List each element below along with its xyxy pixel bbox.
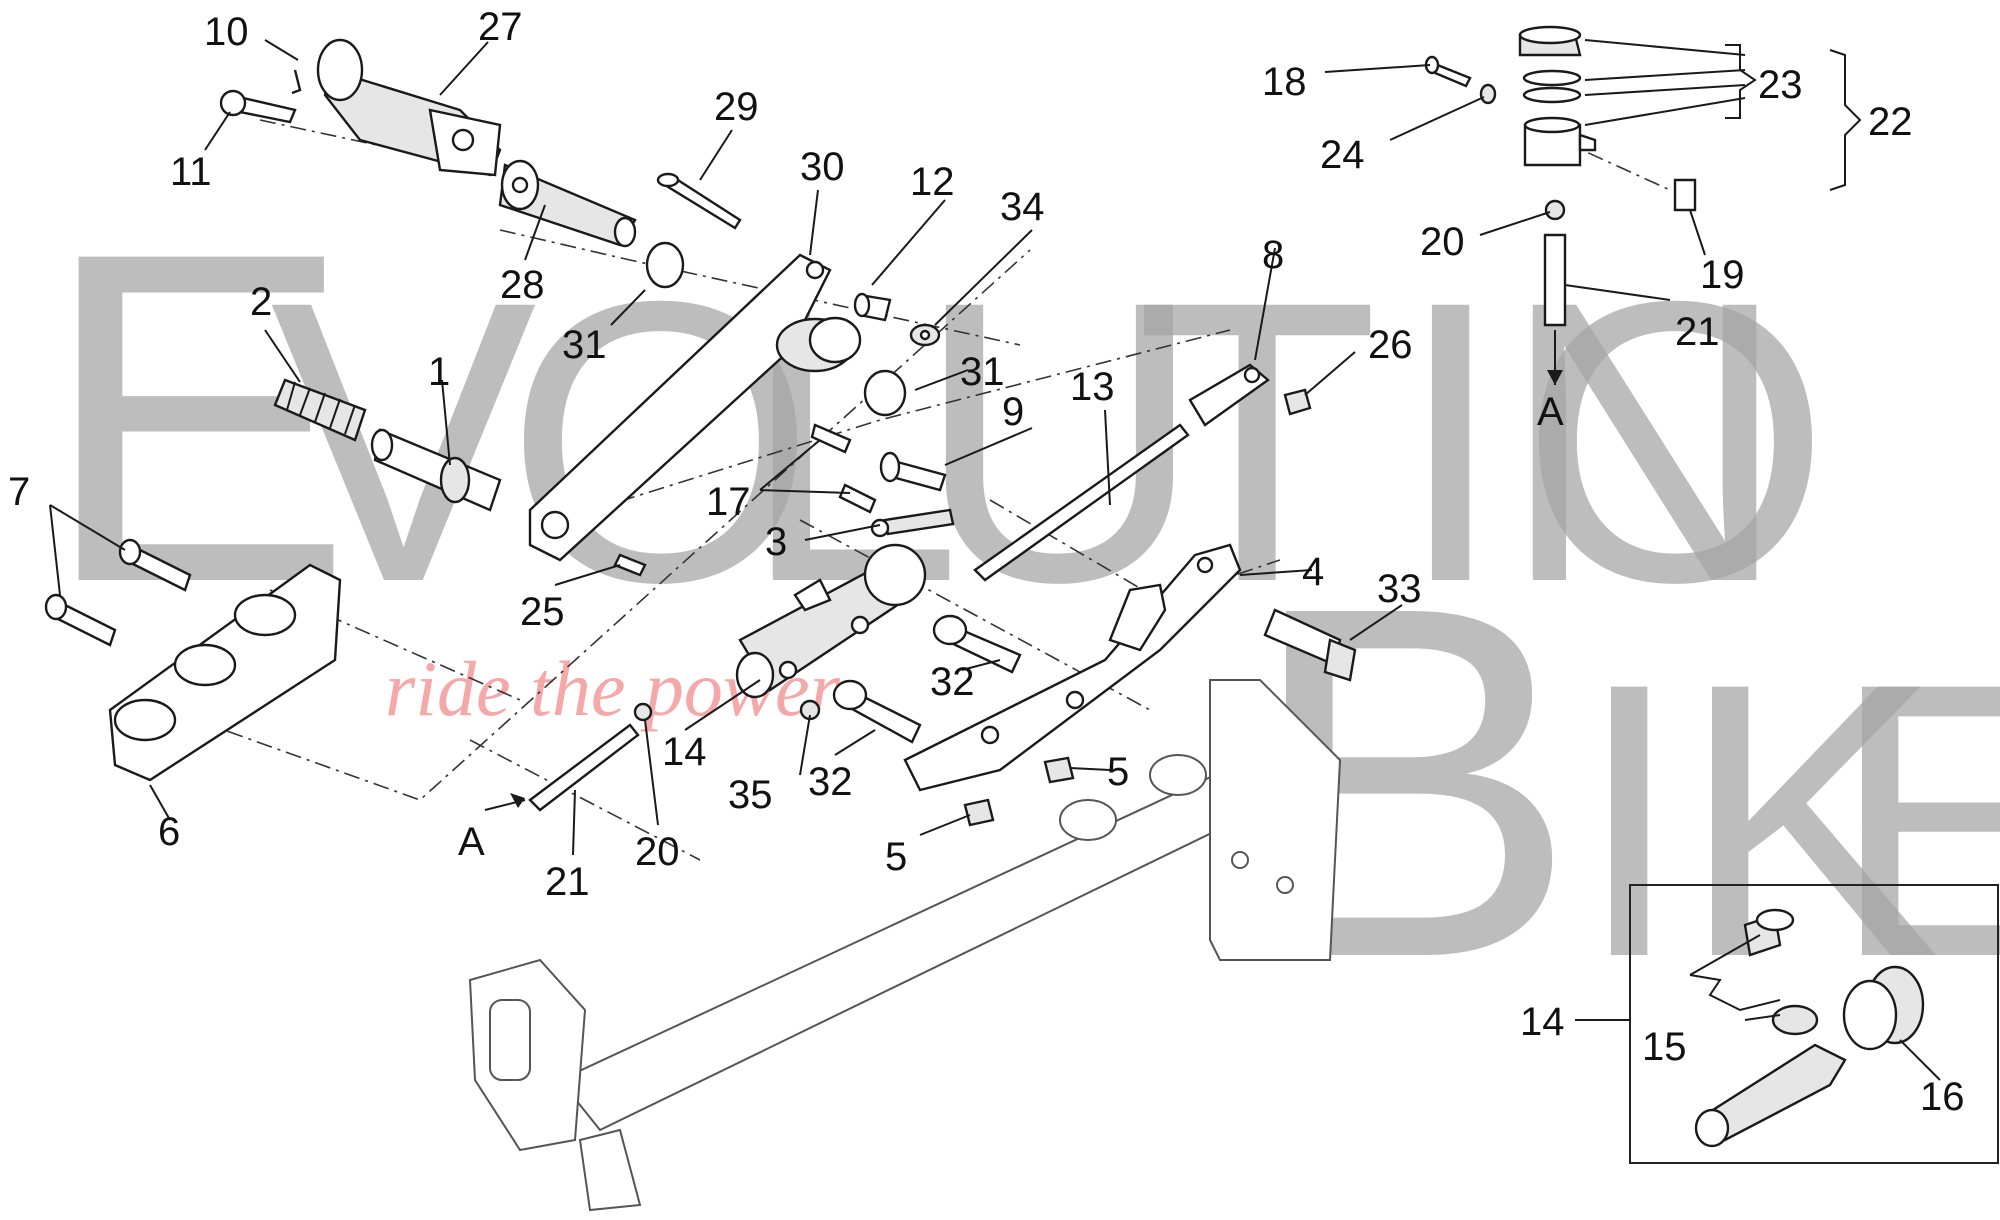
callout-22: 22 xyxy=(1868,100,1913,144)
callout-27: 27 xyxy=(478,5,523,49)
callout-33: 33 xyxy=(1377,567,1422,611)
callout-10: 10 xyxy=(204,10,249,54)
part-19-clip xyxy=(1673,178,1697,212)
callout-11: 11 xyxy=(170,150,212,194)
callout-13: 13 xyxy=(1070,365,1115,409)
callout-30: 30 xyxy=(800,145,845,189)
inset-callout-15: 15 xyxy=(1642,1025,1687,1069)
callout-28: 28 xyxy=(500,263,545,307)
part-24-washer xyxy=(1479,83,1497,105)
watermark-letter-o2: O xyxy=(1520,218,1831,665)
frame-chassis xyxy=(468,679,1342,1212)
part-29-pin xyxy=(656,172,742,230)
part-11-pin xyxy=(219,89,297,124)
callout-17: 17 xyxy=(706,480,751,524)
part-34-washer xyxy=(909,323,941,347)
watermark: E V O L U T I O N B I K E ride the power xyxy=(40,155,2000,1061)
part-14-master-cylinder xyxy=(735,543,927,699)
watermark-letter-e2: E xyxy=(1830,602,2000,1038)
part-1-shaft xyxy=(370,428,502,512)
part-17-screws xyxy=(810,423,877,514)
part-33-bolt xyxy=(1263,608,1357,682)
part-7-bolts xyxy=(44,538,192,647)
part-22-reservoir xyxy=(1518,25,1597,167)
callout-34: 34 xyxy=(1000,185,1045,229)
callout-35: 35 xyxy=(728,773,773,817)
callout-12: 12 xyxy=(910,160,955,204)
part-20-clamp xyxy=(633,199,1566,722)
callout-23: 23 xyxy=(1758,63,1803,107)
callout-18: 18 xyxy=(1262,60,1307,104)
ref-a-upper: A xyxy=(1537,390,1564,434)
callout-26: 26 xyxy=(1368,323,1413,367)
inset-detail: 14 15 16 xyxy=(1520,884,1999,1164)
ref-a-lower: A xyxy=(458,820,485,864)
part-12-bolt xyxy=(853,292,892,322)
callout-20-lower: 20 xyxy=(635,830,680,874)
part-5-nuts xyxy=(963,756,1075,827)
callout-3: 3 xyxy=(765,520,787,564)
callout-1: 1 xyxy=(428,350,450,394)
callout-4: 4 xyxy=(1302,550,1324,594)
part-13-rod xyxy=(973,423,1190,582)
part-21-hose xyxy=(528,233,1567,812)
callout-2: 2 xyxy=(250,280,272,324)
part-10-clip xyxy=(291,69,302,95)
callout-21-upper: 21 xyxy=(1675,310,1720,354)
callout-31-lower: 31 xyxy=(960,350,1005,394)
watermark-letter-i: I xyxy=(1395,218,1506,665)
callout-32-lower: 32 xyxy=(808,760,853,804)
part-31-circlip-lower xyxy=(863,369,907,417)
callout-20-upper: 20 xyxy=(1420,220,1465,264)
inset-callout-14: 14 xyxy=(1520,1000,1565,1044)
callout-32-upper: 32 xyxy=(930,660,975,704)
part-31-circlip-upper xyxy=(645,241,685,289)
part-25-pin xyxy=(613,553,647,577)
callout-5-upper: 5 xyxy=(1107,750,1129,794)
part-2-spring xyxy=(273,378,367,442)
callout-5-lower: 5 xyxy=(885,835,907,879)
callout-19: 19 xyxy=(1700,253,1745,297)
part-4-brake-lever xyxy=(903,543,1242,792)
part-32-bolts xyxy=(832,614,1022,744)
part-8-rod-end xyxy=(1188,363,1270,427)
part-9-bolt xyxy=(879,451,947,492)
part-3-spring xyxy=(870,508,955,538)
reference-arrows xyxy=(510,370,1563,808)
part-26-nut xyxy=(1283,388,1312,416)
part-18-screw xyxy=(1424,55,1472,88)
callout-labels: 10 27 11 28 29 30 12 34 31 31 9 2 1 13 1… xyxy=(8,5,1913,904)
callout-31-upper: 31 xyxy=(562,323,607,367)
callout-8: 8 xyxy=(1262,233,1284,277)
callout-25: 25 xyxy=(520,590,565,634)
leader-lines xyxy=(49,39,1862,856)
watermark-letter-k: K xyxy=(1680,602,1940,1038)
part-28-clevis xyxy=(498,159,637,248)
callout-14: 14 xyxy=(662,730,707,774)
part-27-footrest xyxy=(316,38,502,177)
callout-29: 29 xyxy=(714,85,759,129)
part-30-lever xyxy=(528,253,862,562)
part-6-heel-guard xyxy=(108,563,342,782)
callout-6: 6 xyxy=(158,810,180,854)
inset-callout-16: 16 xyxy=(1920,1075,1965,1119)
callout-9: 9 xyxy=(1002,390,1024,434)
callout-7: 7 xyxy=(8,470,30,514)
callout-21-lower: 21 xyxy=(545,860,590,904)
callout-24: 24 xyxy=(1320,133,1365,177)
